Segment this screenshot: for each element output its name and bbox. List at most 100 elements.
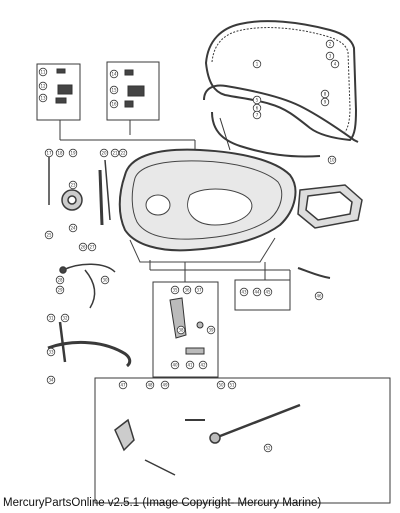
callout-label: 5: [256, 98, 259, 103]
harness: [59, 263, 116, 309]
long-cable: [47, 340, 132, 368]
callout-label: 19: [70, 151, 76, 156]
callout-label: 30: [102, 278, 108, 283]
leader-lines: [59, 117, 291, 282]
callout-label: 50: [218, 383, 224, 388]
callout-label: 13: [40, 96, 46, 101]
callout-label: 20: [101, 151, 107, 156]
callout-9: 9: [320, 97, 330, 107]
callout-label: 47: [120, 383, 126, 388]
part-box-left: [36, 61, 160, 121]
callout-label: 15: [111, 88, 117, 93]
callout-30: 30: [100, 275, 110, 285]
callout-33: 33: [46, 347, 56, 357]
callout-27: 27: [87, 242, 97, 252]
callout-2: 2: [325, 39, 335, 49]
callout-5: 5: [252, 95, 262, 105]
callout-label: 24: [70, 226, 76, 231]
callout-16: 16: [109, 99, 119, 109]
bottom-cowl-seal: [203, 84, 359, 158]
bottom-cowl-detail: [129, 160, 283, 263]
callout-25: 25: [44, 230, 54, 240]
callout-49: 49: [160, 380, 170, 390]
callout-14: 14: [109, 69, 119, 79]
callout-label: 33: [48, 350, 54, 355]
callout-18: 18: [55, 148, 65, 158]
box-parts: [55, 68, 145, 108]
callout-45: 45: [263, 287, 273, 297]
callout-51: 51: [227, 380, 237, 390]
pan-gasket: [297, 184, 363, 229]
callout-label: 51: [229, 383, 235, 388]
callout-label: 14: [111, 72, 117, 77]
callout-28: 28: [55, 275, 65, 285]
callout-11: 11: [38, 67, 48, 77]
callout-19: 19: [68, 148, 78, 158]
callout-37: 37: [194, 285, 204, 295]
callout-36: 36: [182, 285, 192, 295]
lower-parts: [114, 403, 301, 476]
callout-label: 16: [111, 102, 117, 107]
callout-38: 38: [176, 325, 186, 335]
callout-40: 40: [170, 360, 180, 370]
callout-label: 39: [208, 328, 214, 333]
callout-label: 12: [40, 84, 46, 89]
callout-label: 35: [172, 288, 178, 293]
callout-22: 22: [118, 148, 128, 158]
callout-label: 29: [57, 288, 63, 293]
callout-52: 52: [263, 443, 273, 453]
callout-label: 44: [254, 290, 260, 295]
callout-label: 23: [70, 183, 76, 188]
copyright-caption: MercuryPartsOnline v2.5.1 (Image Copyrig…: [3, 497, 322, 509]
callout-label: 26: [80, 245, 86, 250]
callout-label: 11: [40, 70, 46, 75]
callout-50: 50: [216, 380, 226, 390]
callout-label: 7: [256, 113, 259, 118]
callout-label: 28: [57, 278, 63, 283]
callout-label: 8: [324, 92, 327, 97]
callout-24: 24: [68, 223, 78, 233]
callout-label: 4: [334, 62, 337, 67]
callout-42: 42: [198, 360, 208, 370]
callout-31: 31: [46, 313, 56, 323]
callout-label: 48: [147, 383, 153, 388]
callout-7: 7: [252, 110, 262, 120]
callout-6: 6: [252, 103, 262, 113]
callout-label: 41: [187, 363, 193, 368]
callout-1: 1: [252, 59, 262, 69]
callout-label: 42: [200, 363, 206, 368]
callout-label: 25: [46, 233, 52, 238]
right-box: [234, 279, 291, 311]
callout-label: 9: [324, 100, 327, 105]
callout-48: 48: [145, 380, 155, 390]
short-hose: [58, 321, 67, 363]
callout-label: 2: [329, 42, 332, 47]
callout-label: 34: [48, 378, 54, 383]
callout-label: 10: [329, 158, 335, 163]
latch-box: [152, 281, 219, 378]
callout-label: 6: [256, 106, 259, 111]
callout-41: 41: [185, 360, 195, 370]
callout-label: 17: [46, 151, 52, 156]
callout-label: 52: [265, 446, 271, 451]
callout-13: 13: [38, 93, 48, 103]
callout-26: 26: [78, 242, 88, 252]
callout-4: 4: [330, 59, 340, 69]
top-cowl: [204, 20, 358, 142]
callout-label: 1: [256, 62, 259, 67]
callout-34: 34: [46, 375, 56, 385]
callout-label: 46: [316, 294, 322, 299]
callout-23: 23: [68, 180, 78, 190]
callout-label: 32: [62, 316, 68, 321]
callout-8: 8: [320, 89, 330, 99]
callout-label: 21: [112, 151, 118, 156]
callout-17: 17: [44, 148, 54, 158]
callout-label: 3: [329, 54, 332, 59]
callout-label: 40: [172, 363, 178, 368]
callout-label: 31: [48, 316, 54, 321]
callout-21: 21: [110, 148, 120, 158]
callout-15: 15: [109, 85, 119, 95]
callout-46: 46: [314, 291, 324, 301]
callout-label: 37: [196, 288, 202, 293]
